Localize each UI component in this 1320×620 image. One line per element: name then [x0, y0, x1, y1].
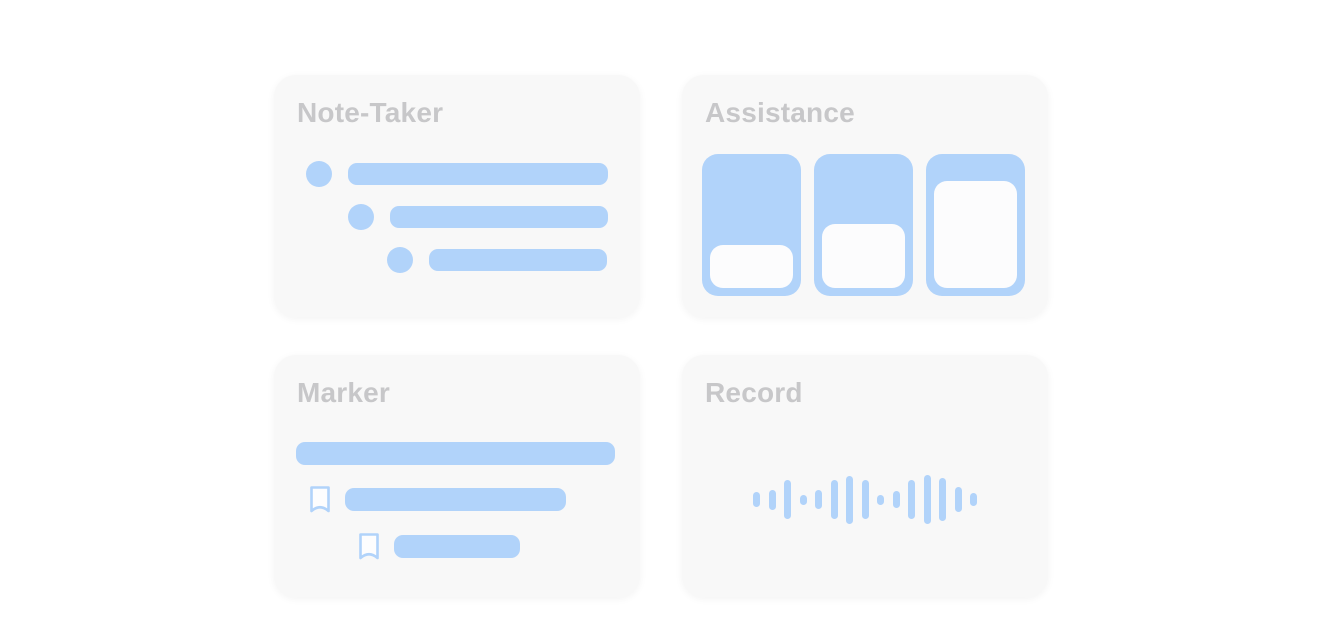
- waveform-bar: [753, 492, 760, 507]
- note-taker-rows: [306, 161, 608, 290]
- waveform-bar: [784, 480, 791, 519]
- bullet-dot: [387, 247, 413, 273]
- waveform-bar: [861, 480, 869, 519]
- assistance-column-inset: [710, 245, 793, 288]
- waveform-bar: [877, 494, 884, 505]
- assistance-columns: [702, 154, 1025, 296]
- text-placeholder-bar: [348, 163, 608, 185]
- assistance-column-inset: [822, 224, 905, 288]
- assistance-column: [926, 154, 1025, 296]
- text-placeholder-bar: [394, 535, 520, 558]
- bullet-dot: [348, 204, 374, 230]
- note-placeholder-row: [387, 247, 608, 273]
- assistance-column: [814, 154, 913, 296]
- assistance-column-inset: [934, 181, 1017, 288]
- waveform-bar: [799, 494, 807, 505]
- bullet-dot: [306, 161, 332, 187]
- marker-bookmark-row: [358, 532, 520, 561]
- waveform-bar: [892, 491, 900, 508]
- waveform-bar: [923, 475, 931, 524]
- waveform-bar: [970, 493, 977, 506]
- waveform-bar: [939, 478, 946, 521]
- waveform-bar: [815, 490, 822, 509]
- waveform-bar: [846, 475, 853, 524]
- note-placeholder-row: [306, 161, 608, 187]
- text-placeholder-bar: [345, 488, 566, 511]
- card-title-record: Record: [705, 377, 803, 408]
- text-placeholder-bar: [390, 206, 608, 228]
- assistance-column: [702, 154, 801, 296]
- card-title-marker: Marker: [297, 377, 391, 408]
- card-title-note-taker: Note-Taker: [297, 97, 444, 128]
- card-record[interactable]: Record: [682, 355, 1048, 597]
- highlight-placeholder-bar: [296, 442, 615, 465]
- audio-waveform: [682, 475, 1048, 524]
- waveform-bar: [830, 480, 838, 519]
- waveform-bar: [954, 487, 962, 512]
- bookmark-icon: [310, 486, 330, 513]
- card-marker[interactable]: Marker: [274, 355, 640, 597]
- marker-bookmark-row: [309, 485, 566, 514]
- waveform-bar: [768, 489, 776, 510]
- card-assistance[interactable]: Assistance: [682, 75, 1048, 317]
- bookmark-icon: [359, 533, 379, 560]
- card-note-taker[interactable]: Note-Taker: [274, 75, 640, 317]
- card-title-assistance: Assistance: [705, 97, 855, 128]
- waveform-bar: [908, 480, 915, 519]
- note-placeholder-row: [348, 204, 608, 230]
- text-placeholder-bar: [429, 249, 607, 271]
